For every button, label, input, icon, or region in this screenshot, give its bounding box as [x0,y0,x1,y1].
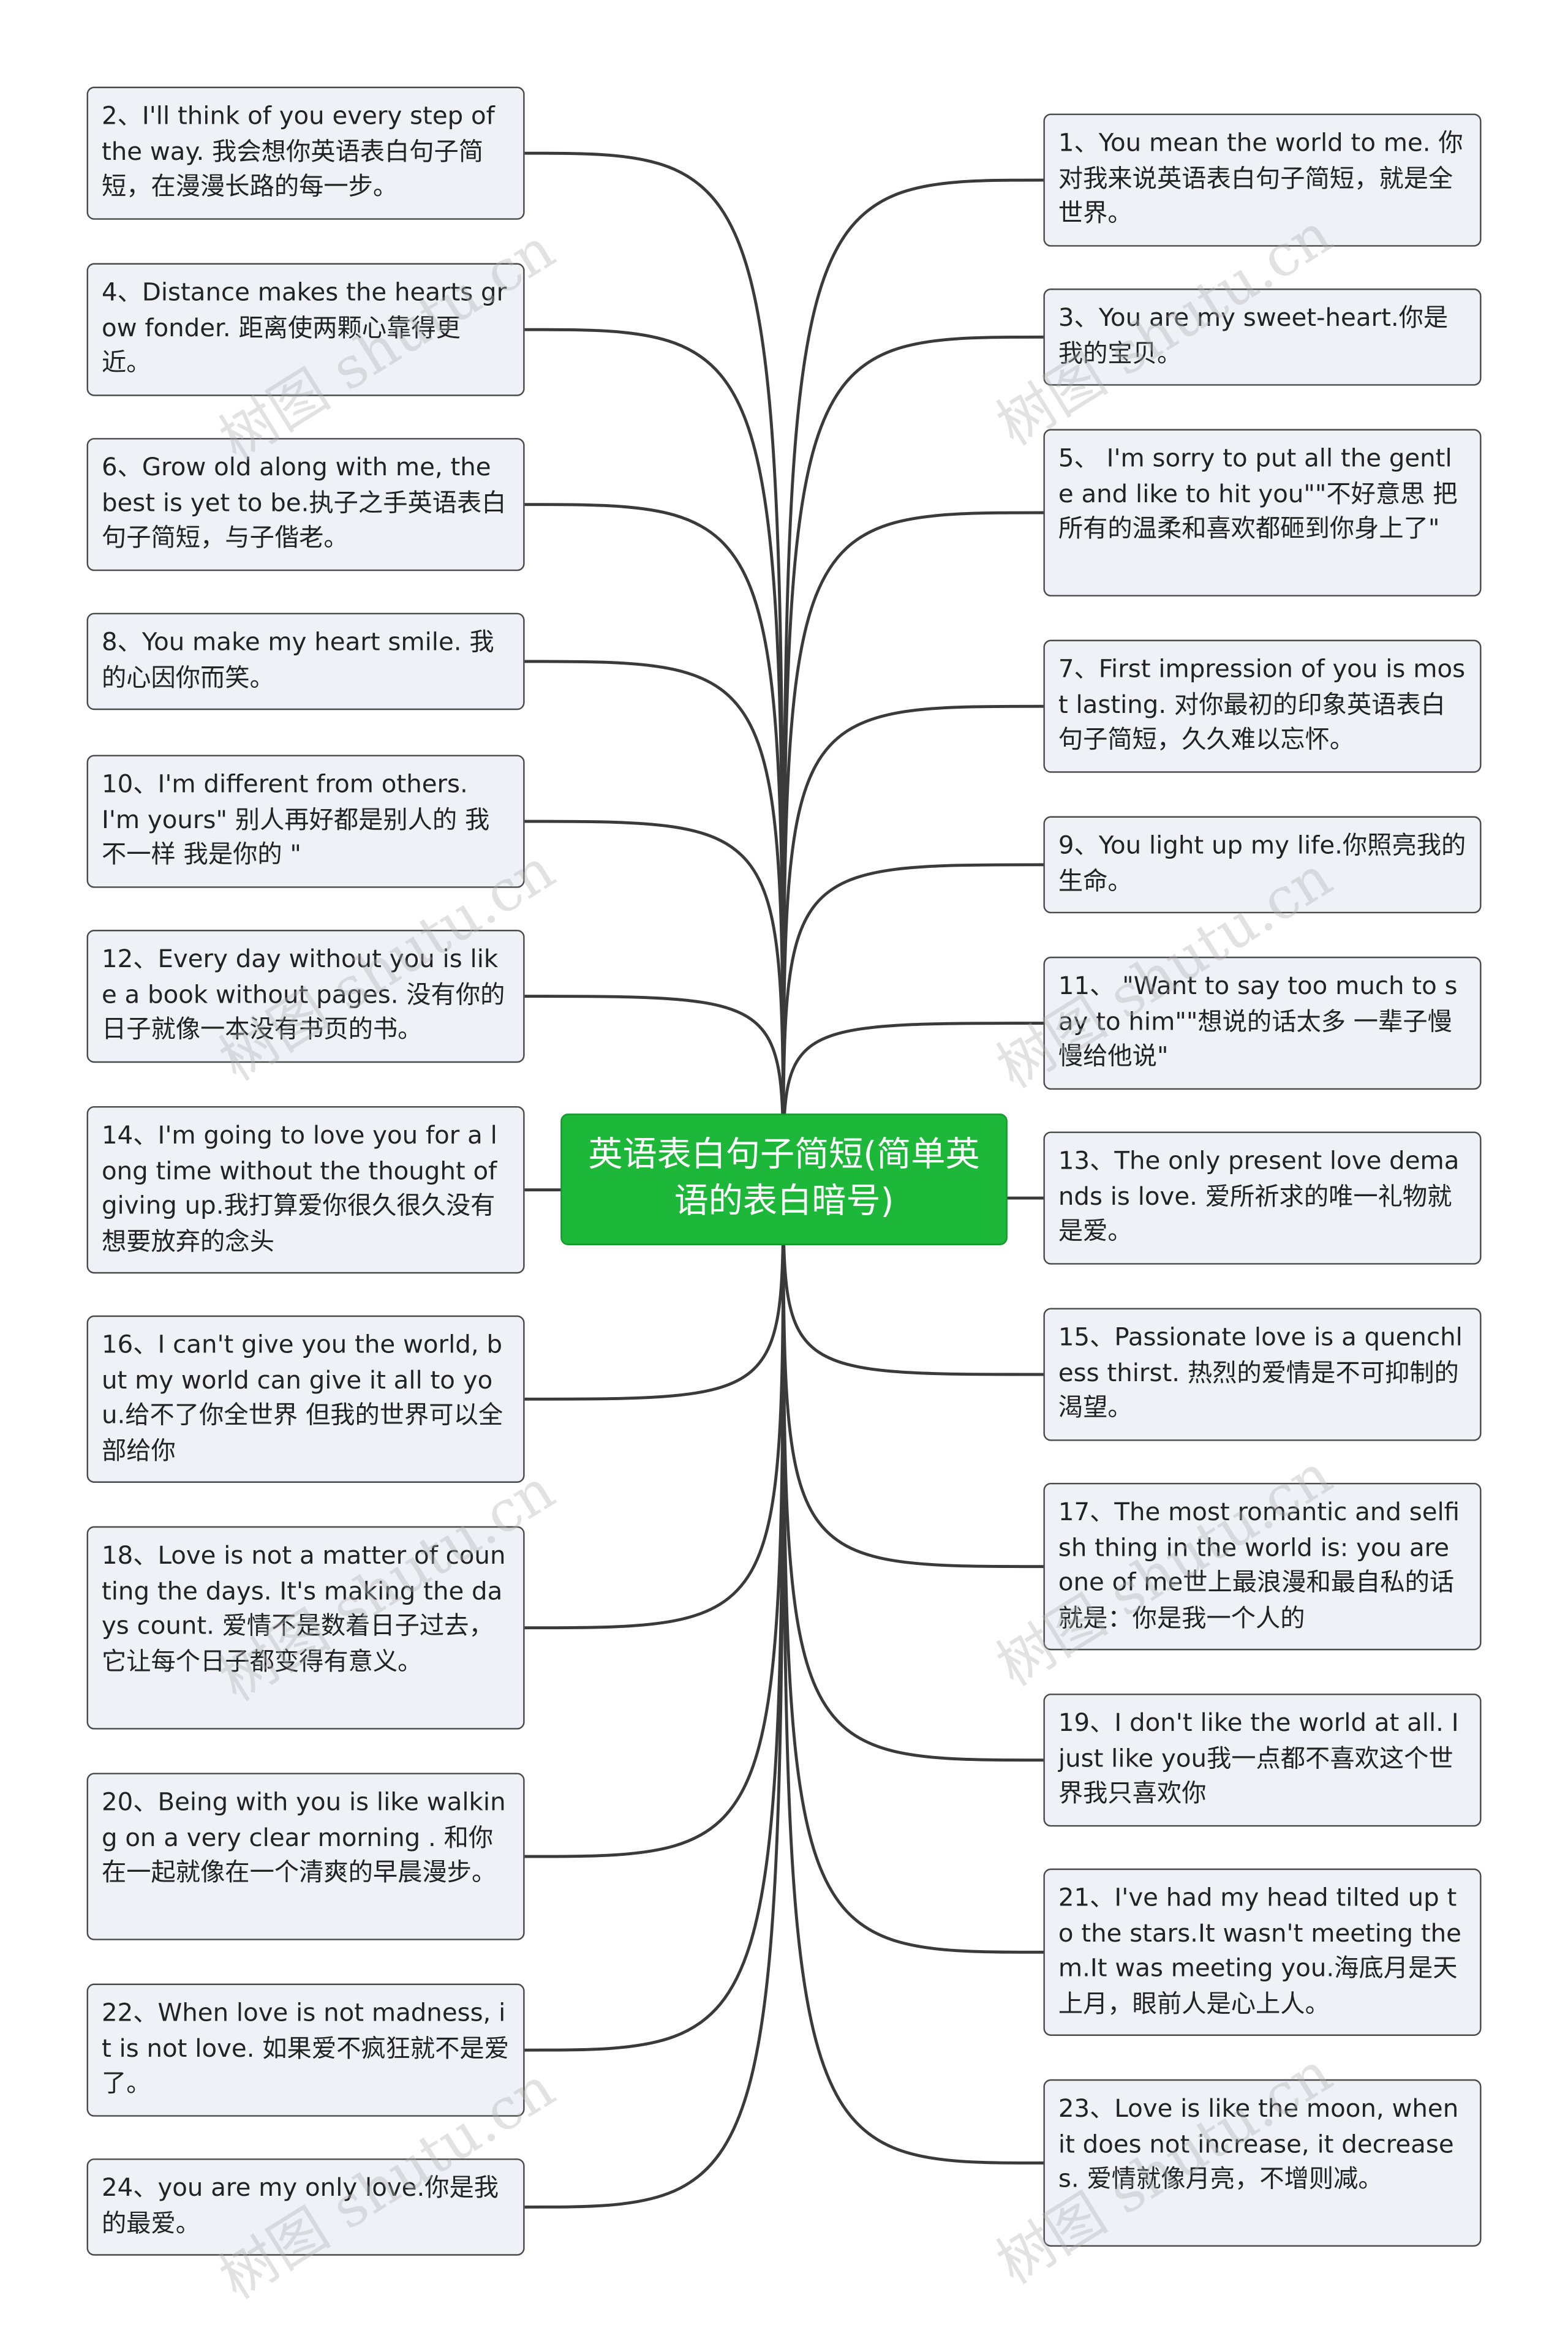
topic-node-11[interactable]: 11、 "Want to say too much to say to him"… [1043,956,1482,1090]
topic-node-21[interactable]: 21、I've had my head tilted up to the sta… [1043,1868,1482,2036]
topic-node-2[interactable]: 2、I'll think of you every step of the wa… [86,86,525,220]
topic-node-15[interactable]: 15、Passionate love is a quenchless thirs… [1043,1308,1482,1441]
connector-line [524,1179,785,2052]
central-topic[interactable]: 英语表白句子简短(简单英语的表白暗号) [560,1114,1008,1245]
topic-node-12[interactable]: 12、Every day without you is like a book … [86,929,525,1063]
topic-node-8[interactable]: 8、You make my heart smile. 我的心因你而笑。 [86,612,525,710]
topic-node-1[interactable]: 1、You mean the world to me. 你对我来说英语表白句子简… [1043,113,1482,247]
topic-node-17[interactable]: 17、The most romantic and selfish thing i… [1043,1482,1482,1651]
topic-node-4[interactable]: 4、Distance makes the hearts grow fonder.… [86,263,525,396]
topic-node-22[interactable]: 22、When love is not madness, it is not l… [86,1983,525,2117]
connector-line [782,863,1044,1180]
connector-line [782,511,1044,1180]
topic-node-19[interactable]: 19、I don't like the world at all. I just… [1043,1694,1482,1827]
connector-line [782,1179,1044,2165]
topic-node-13[interactable]: 13、The only present love demands is love… [1043,1131,1482,1265]
connector-line [782,178,1044,1180]
topic-node-6[interactable]: 6、Grow old along with me, the best is ye… [86,438,525,571]
connector-line [524,660,785,1180]
topic-node-3[interactable]: 3、You are my sweet-heart.你是我的宝贝。 [1043,288,1482,386]
connector-line [524,1179,785,1858]
connector-line [524,503,785,1180]
connector-line [782,704,1044,1180]
connector-line [524,328,785,1180]
topic-node-9[interactable]: 9、You light up my life.你照亮我的生命。 [1043,816,1482,914]
connector-line [782,1179,1044,1762]
connector-line [524,1179,785,2209]
connector-line [524,1179,785,1630]
topic-node-5[interactable]: 5、 I'm sorry to put all the gentle and l… [1043,429,1482,597]
topic-node-24[interactable]: 24、you are my only love.你是我的最爱。 [86,2158,525,2256]
topic-node-10[interactable]: 10、I'm different from others. I'm yours"… [86,755,525,888]
topic-node-14[interactable]: 14、I'm going to love you for a long time… [86,1106,525,1274]
topic-node-18[interactable]: 18、Love is not a matter of counting the … [86,1526,525,1730]
topic-node-20[interactable]: 20、Being with you is like walking on a v… [86,1773,525,1940]
topic-node-16[interactable]: 16、I can't give you the world, but my wo… [86,1315,525,1483]
connector-line [782,335,1044,1180]
topic-node-23[interactable]: 23、Love is like the moon, when it does n… [1043,2079,1482,2247]
topic-node-7[interactable]: 7、First impression of you is most lastin… [1043,639,1482,773]
